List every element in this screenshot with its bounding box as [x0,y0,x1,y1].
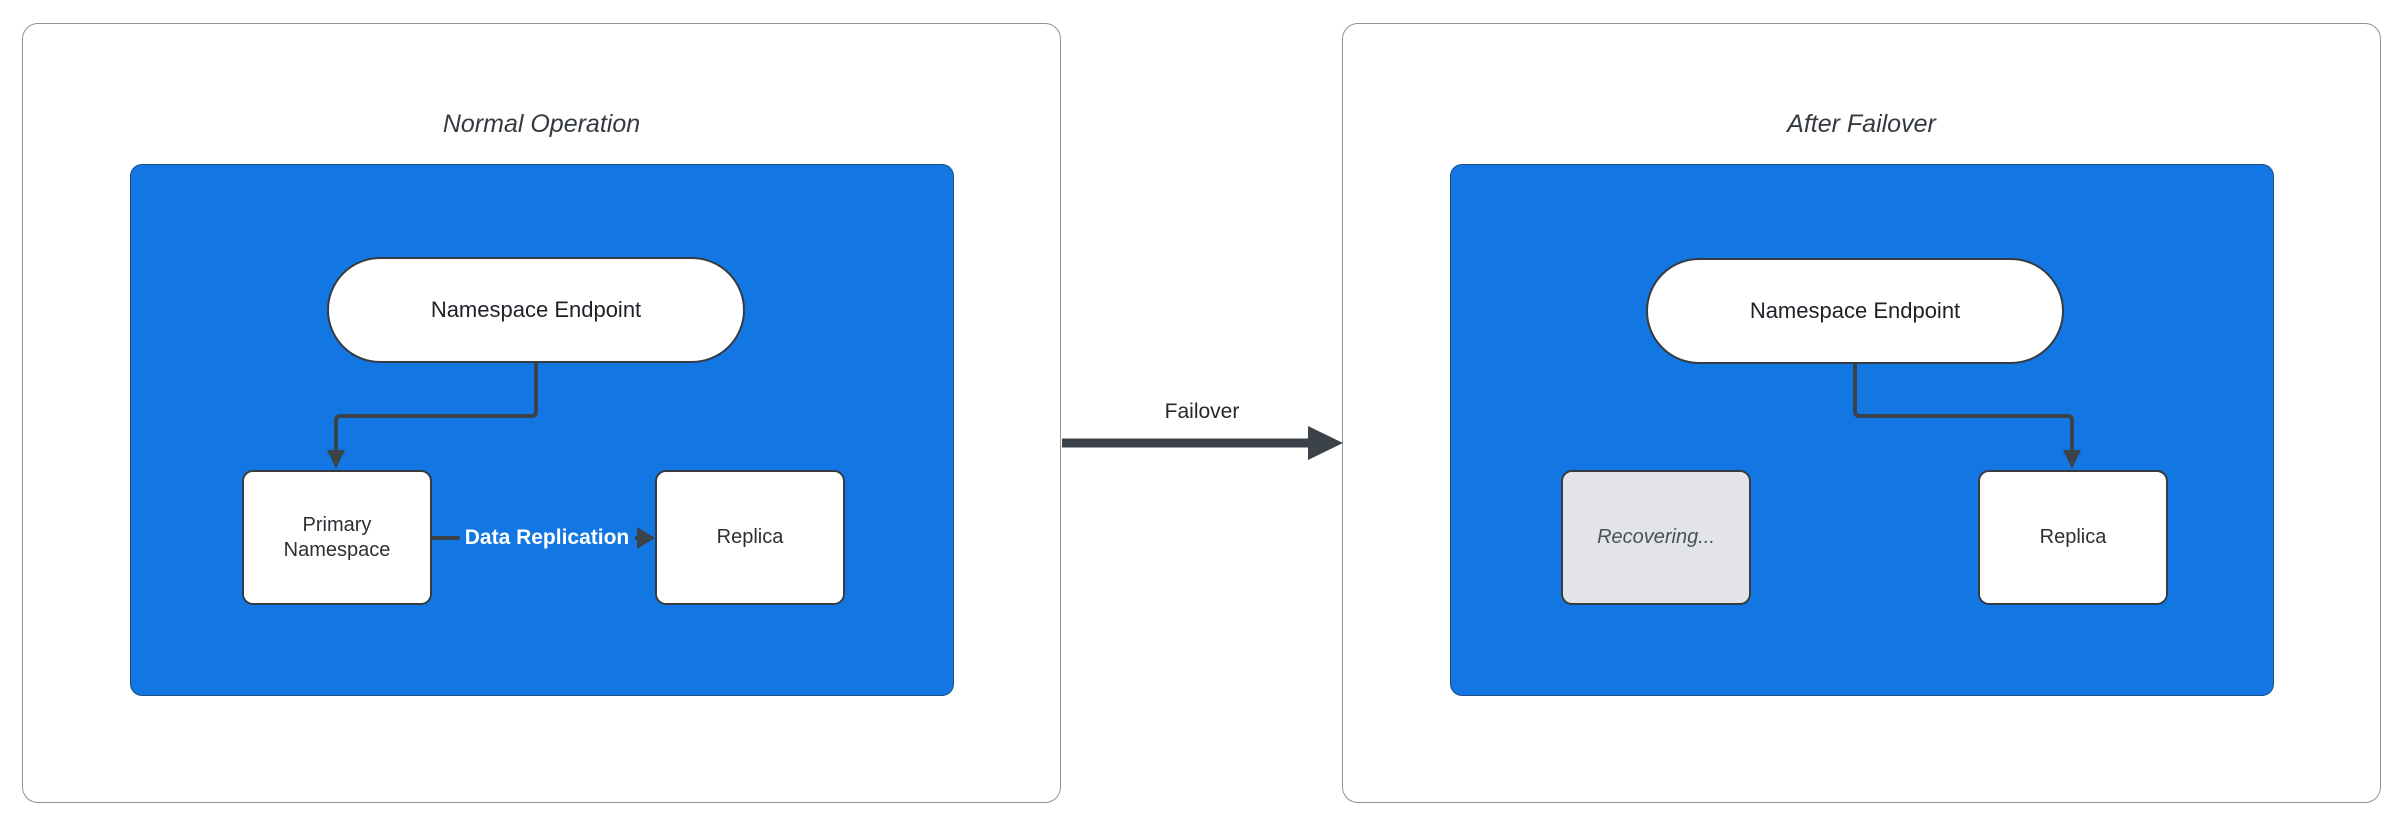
endpoint-to-replica-connector [1853,360,2074,454]
panel-normal-operation: Normal Operation Namespace Endpoint Prim… [22,23,1061,803]
connector-lines-normal [327,361,655,549]
namespace-cluster-failover: Namespace Endpoint Recovering... Replica [1450,164,2274,696]
primary-namespace-node: Primary Namespace [242,470,432,605]
namespace-cluster-normal: Namespace Endpoint Primary Namespace Rep… [130,164,954,696]
namespace-endpoint-node-failover: Namespace Endpoint [1646,258,2064,364]
replica-node: Replica [655,470,845,605]
data-replication-label: Data Replication [459,526,635,550]
endpoint-to-replica-arrowhead-icon [2063,450,2081,469]
namespace-endpoint-node: Namespace Endpoint [327,257,745,363]
panel-title-normal-operation: Normal Operation [442,110,641,138]
connector-lines-failover [1853,360,2081,469]
panel-title-after-failover: After Failover [1787,110,1936,138]
endpoint-to-primary-connector [334,361,538,454]
recovering-node: Recovering... [1561,470,1751,605]
failover-label: Failover [1164,400,1240,423]
replica-node-failover: Replica [1978,470,2168,605]
replication-arrowhead-icon [637,527,655,549]
failover-arrowhead-icon [1308,426,1343,460]
panel-after-failover: After Failover Namespace Endpoint Recove… [1342,23,2381,803]
endpoint-to-primary-arrowhead-icon [327,450,345,469]
